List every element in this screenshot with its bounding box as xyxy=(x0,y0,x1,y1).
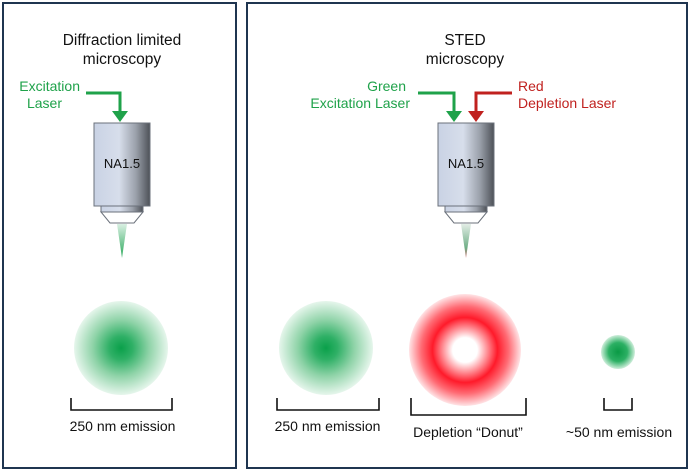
scale-bracket-donut xyxy=(410,398,527,416)
emission-spot-250nm-right xyxy=(279,301,373,395)
scale-bracket-50nm xyxy=(603,398,633,411)
right-title-line1: STED xyxy=(444,32,486,49)
objective-label-left: NA1.5 xyxy=(103,156,141,171)
objective-lens-right xyxy=(437,122,495,224)
scale-bracket-250nm-right xyxy=(276,398,380,411)
red-laser-label-line2: Depletion Laser xyxy=(518,95,617,111)
excitation-laser-label-line1: Excitation xyxy=(19,78,80,94)
excitation-arrow-right xyxy=(418,91,462,122)
left-title-line1: Diffraction limited xyxy=(62,32,182,49)
caption-left-250nm: 250 nm emission xyxy=(69,418,176,434)
depletion-arrow-right xyxy=(468,91,512,122)
green-laser-label-line1: Green xyxy=(367,78,406,94)
green-laser-label-line2: Excitation Laser xyxy=(310,95,410,111)
excitation-beam-left xyxy=(117,224,127,258)
objective-label-right: NA1.5 xyxy=(447,156,485,171)
left-title-line2: microscopy xyxy=(82,51,162,68)
caption-50nm: ~50 nm emission xyxy=(565,424,673,440)
caption-depletion-donut: Depletion “Donut” xyxy=(413,424,523,440)
scale-bracket-left xyxy=(70,398,173,411)
emission-spot-50nm xyxy=(601,335,635,369)
caption-right-250nm: 250 nm emission xyxy=(274,418,381,434)
emission-spot-250nm-left xyxy=(74,301,168,395)
excitation-arrow-left xyxy=(86,91,128,122)
depletion-donut xyxy=(409,294,521,406)
red-laser-label-line1: Red xyxy=(518,78,544,94)
right-title-line2: microscopy xyxy=(425,51,505,68)
excitation-laser-label-line2: Laser xyxy=(26,95,62,111)
objective-lens-left xyxy=(93,122,151,224)
combined-beam-right xyxy=(461,224,471,258)
